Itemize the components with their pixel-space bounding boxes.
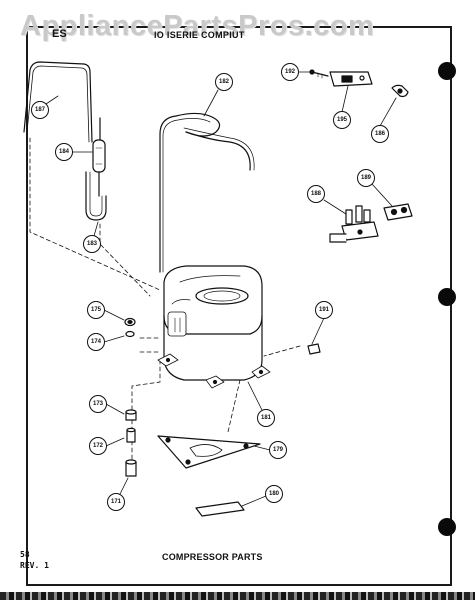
part-171-bolt — [125, 459, 137, 477]
callout-circles — [31, 63, 389, 511]
callout-192: 192 — [285, 69, 296, 75]
header-code: ES — [52, 28, 67, 40]
part-179-base-plate — [157, 435, 261, 469]
part-192-screw — [309, 69, 329, 79]
part-189-terminal-block — [383, 203, 413, 221]
callout-171: 171 — [111, 499, 122, 505]
part-173-grommet — [125, 409, 137, 421]
part-182-discharge-tube — [159, 112, 255, 273]
part-184-drier — [92, 117, 106, 197]
part-187-tube — [23, 61, 93, 143]
callout-188: 188 — [311, 191, 322, 197]
diagram-frame — [26, 26, 452, 586]
binder-hole-middle — [438, 288, 456, 306]
part-183-u-tube — [85, 171, 107, 221]
part-186-clip — [391, 84, 409, 98]
part-191-cover — [307, 343, 321, 355]
callout-174: 174 — [91, 339, 102, 345]
callout-180: 180 — [269, 491, 280, 497]
part-174-washer — [125, 330, 135, 338]
binder-hole-top — [438, 62, 456, 80]
callout-175: 175 — [91, 307, 102, 313]
watermark: AppliancePartsPros.com — [20, 10, 375, 42]
callout-184: 184 — [59, 149, 70, 155]
callout-186: 186 — [375, 131, 386, 137]
callout-181: 181 — [261, 415, 272, 421]
callout-182: 182 — [219, 79, 230, 85]
callout-leaders — [45, 71, 397, 507]
footer-revision: REV. 1 — [20, 561, 49, 570]
footer-title: COMPRESSOR PARTS — [162, 552, 263, 562]
callout-173: 173 — [93, 401, 104, 407]
callout-187: 187 — [35, 107, 46, 113]
header-title: IO ISERIE COMPIUT — [154, 30, 245, 40]
part-compressor-body — [157, 265, 271, 389]
binder-hole-bottom — [438, 518, 456, 536]
callout-195: 195 — [337, 117, 348, 123]
callout-183: 183 — [87, 241, 98, 247]
part-172-sleeve — [126, 427, 136, 443]
part-188-relay — [329, 205, 379, 243]
part-195-bracket — [329, 71, 373, 87]
part-175-nut — [124, 317, 136, 327]
callout-189: 189 — [361, 175, 372, 181]
callout-179: 179 — [273, 447, 284, 453]
footer-page-number: 58 — [20, 550, 30, 559]
scan-edge-strip — [0, 592, 475, 600]
part-180-strip — [195, 501, 245, 517]
callout-191: 191 — [319, 307, 330, 313]
callout-172: 172 — [93, 443, 104, 449]
dashed-leaders — [29, 137, 301, 461]
